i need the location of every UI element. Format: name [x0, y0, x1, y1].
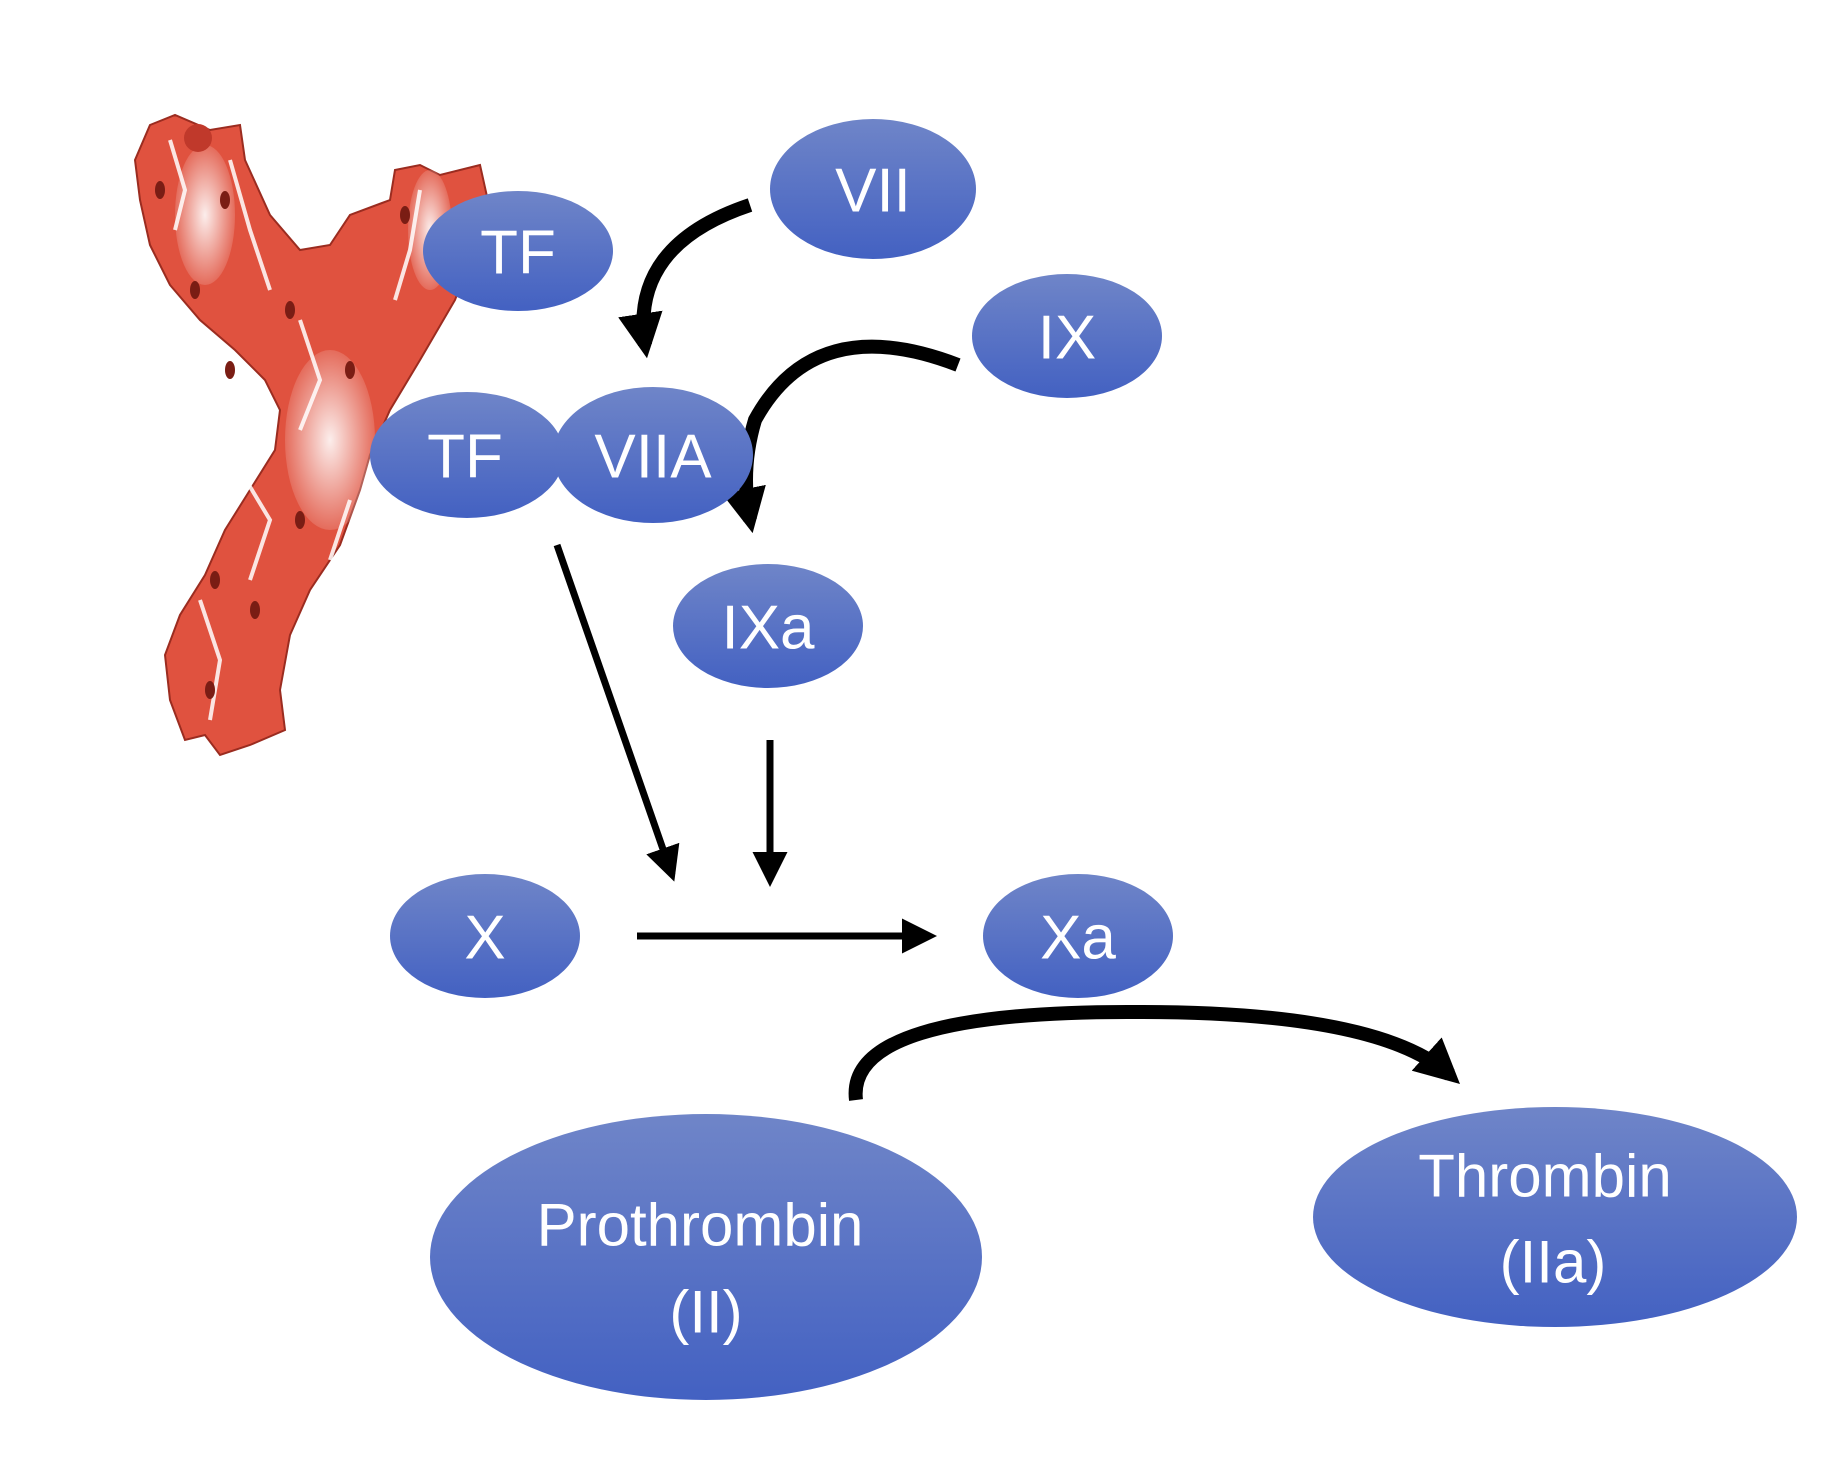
node-thrombin: Thrombin (IIa)	[1313, 1107, 1797, 1327]
node-label: VIIA	[594, 423, 712, 492]
node-label: X	[464, 904, 505, 973]
damaged-vessel-icon	[133, 113, 492, 757]
arrow-prothrombin-to-thrombin	[848, 1004, 1460, 1101]
node-prothrombin: Prothrombin (II)	[430, 1114, 982, 1400]
node-label: TF	[480, 219, 556, 288]
node-label: Xa	[1040, 904, 1116, 973]
node-tf-top: TF	[423, 191, 613, 311]
node-xa: Xa	[983, 874, 1173, 998]
node-label: TF	[427, 423, 503, 492]
node-vii: VII	[770, 119, 976, 259]
node-label: VII	[835, 157, 911, 226]
arrow-vii-to-viia	[618, 198, 753, 359]
node-label-line1: Prothrombin	[537, 1192, 864, 1259]
arrows	[553, 198, 1460, 1101]
node-label-line2: (IIa)	[1500, 1229, 1607, 1296]
node-label-line1: Thrombin	[1418, 1143, 1671, 1210]
node-label: IXa	[721, 594, 815, 663]
node-label: IX	[1038, 304, 1097, 373]
node-x: X	[390, 874, 580, 998]
node-label-line2: (II)	[669, 1279, 742, 1346]
node-tf-complex: TF	[370, 392, 564, 518]
arrow-ix-to-ixa	[721, 339, 961, 534]
node-ixa: IXa	[673, 564, 863, 688]
node-viia: VIIA	[553, 387, 753, 523]
node-ix: IX	[972, 274, 1162, 398]
arrow-tfviia-to-reaction	[553, 543, 680, 882]
